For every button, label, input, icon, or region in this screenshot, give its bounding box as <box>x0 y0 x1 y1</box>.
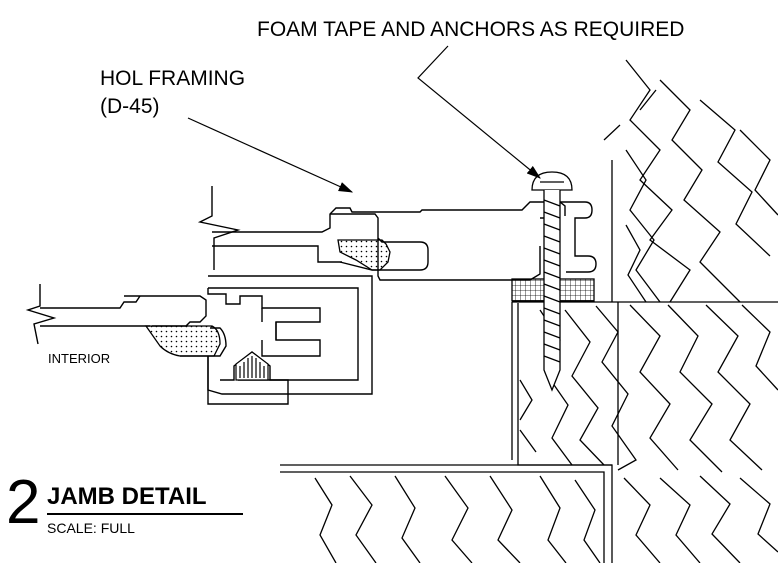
title-underline <box>47 513 243 515</box>
break-line-lower <box>25 284 57 345</box>
wood-substrate <box>280 59 778 563</box>
break-line-upper <box>197 186 241 270</box>
interior-label: INTERIOR <box>48 351 111 366</box>
lower-frame-profile <box>25 275 373 405</box>
lower-sealant <box>144 325 221 357</box>
screw-head <box>531 171 573 191</box>
screw-anchor <box>531 171 573 392</box>
hol-framing-callout: HOL FRAMING <box>100 67 246 90</box>
scale-note: SCALE: FULL <box>47 520 135 536</box>
hol-framing-model: (D-45) <box>100 95 160 118</box>
upper-frame-profile <box>197 186 597 281</box>
foam-tape-leader <box>417 45 541 179</box>
screw-shank <box>543 190 561 392</box>
lower-wood-member <box>280 464 612 563</box>
setting-block <box>235 351 269 381</box>
detail-title: JAMB DETAIL <box>47 483 207 510</box>
wood-block-outline <box>517 303 613 563</box>
upper-sealant <box>337 239 391 271</box>
foam-tape-callout: FOAM TAPE AND ANCHORS AS REQUIRED <box>257 18 685 41</box>
detail-number: 2 <box>6 468 41 537</box>
hol-framing-leader <box>187 117 354 193</box>
